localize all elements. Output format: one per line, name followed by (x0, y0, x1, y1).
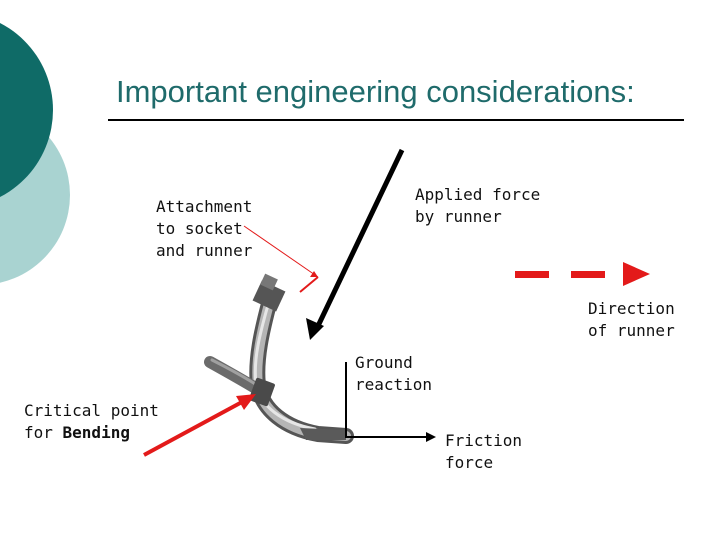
attachment-pointer-head (310, 271, 318, 277)
applied-force-arrow-line (315, 148, 405, 328)
direction-dash-2 (571, 271, 605, 278)
direction-label-line-1: Direction (588, 299, 675, 318)
friction-force-label: Friction force (445, 430, 522, 474)
applied-force-label-line-1: Applied force (415, 185, 541, 204)
applied-force-label-line-2: by runner (415, 207, 502, 226)
critical-point-arrow-head (236, 394, 256, 410)
direction-dash-1 (515, 271, 549, 278)
critical-point-label-line-1: Critical point (24, 401, 159, 420)
critical-point-prefix: for (24, 423, 63, 442)
attachment-label: Attachment to socket and runner (156, 196, 252, 262)
attachment-label-line-2: to socket (156, 219, 243, 238)
critical-point-label-line-2: for Bending (24, 422, 159, 444)
blade-foot (300, 428, 346, 440)
attachment-block (252, 280, 286, 312)
direction-arrow-head (623, 262, 650, 286)
ground-reaction-label: Ground reaction (355, 352, 432, 396)
applied-force-arrow-head (306, 318, 324, 340)
friction-force-label-line-2: force (445, 453, 494, 472)
attachment-label-line-3: and runner (156, 241, 253, 260)
ground-reaction-label-line-1: Ground (355, 353, 413, 372)
attachment-label-line-1: Attachment (156, 197, 253, 216)
applied-force-label: Applied force by runner (415, 184, 540, 228)
attachment-pointer-stroke (299, 276, 319, 293)
critical-point-label: Critical point for Bending (24, 400, 159, 444)
slide-title: Important engineering considerations: (116, 74, 635, 109)
dark-teal-circle (0, 22, 53, 198)
critical-point-arrow-line (143, 400, 243, 457)
blade-clamp (249, 377, 275, 407)
critical-point-bold: Bending (62, 423, 130, 442)
prosthesis-drawing (204, 273, 354, 444)
ground-reaction-label-line-2: reaction (355, 375, 433, 394)
friction-force-arrow-head (426, 432, 436, 442)
direction-label: Direction of runner (588, 298, 675, 342)
direction-label-line-2: of runner (588, 321, 675, 340)
attachment-pointer-line (243, 225, 319, 278)
friction-force-label-line-1: Friction (445, 431, 523, 450)
attachment-block-top (260, 273, 278, 291)
